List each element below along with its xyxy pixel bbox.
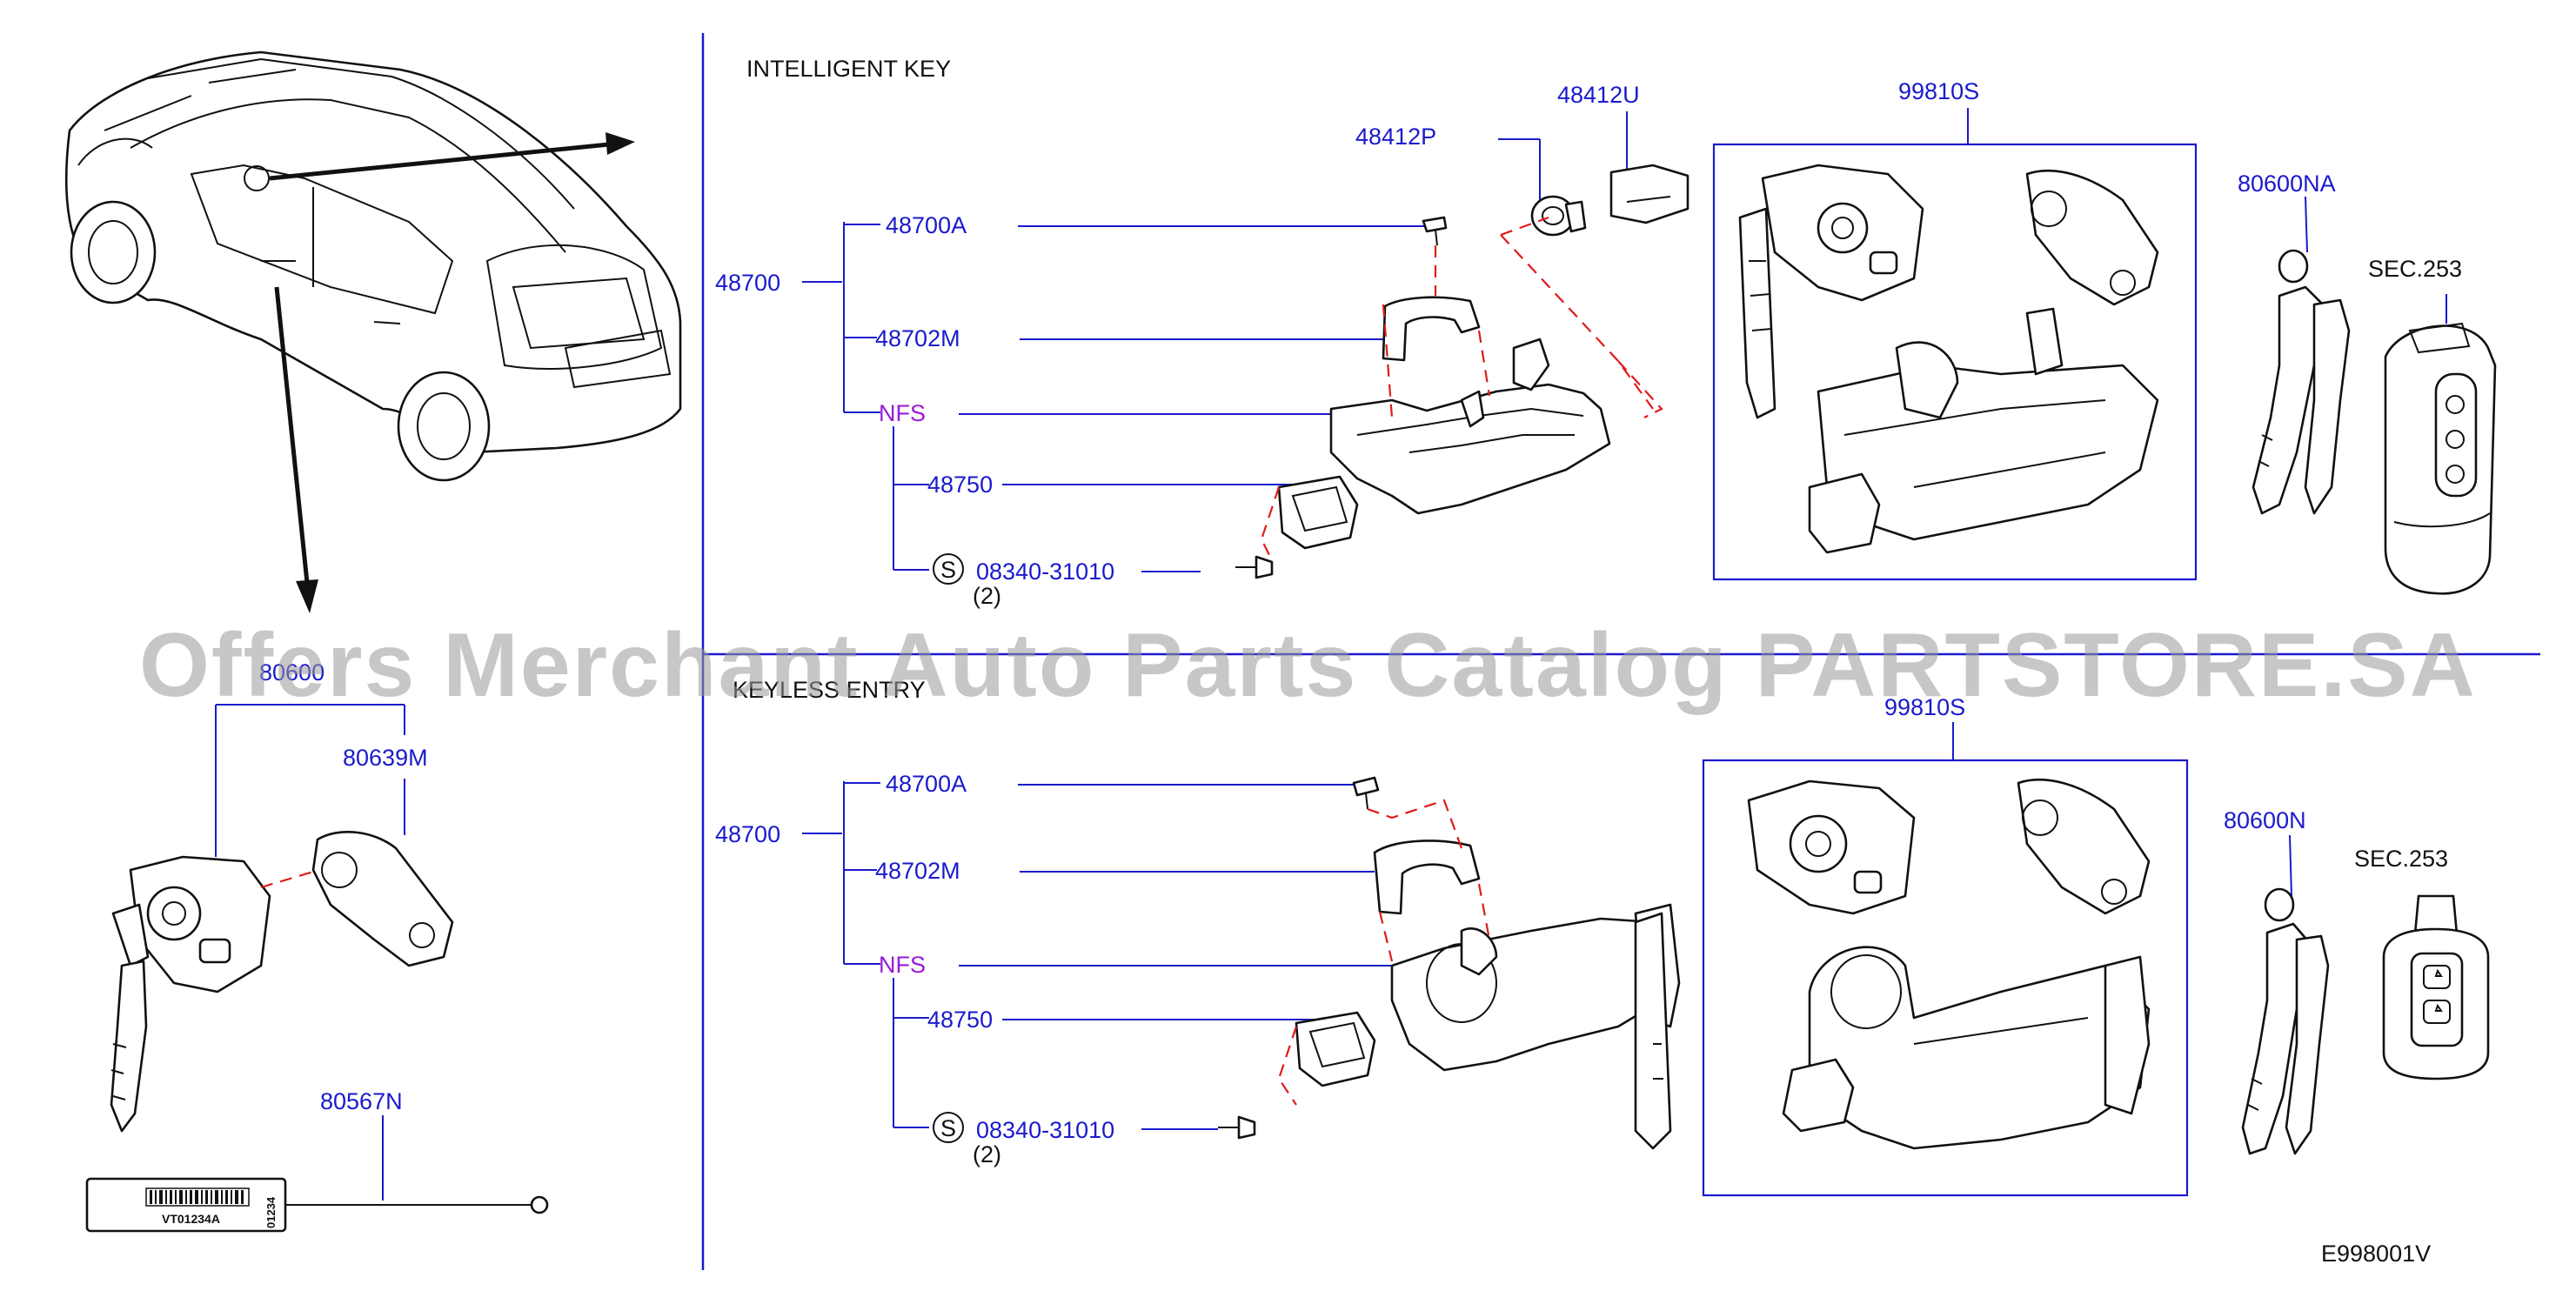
- label-99810S-bottom[interactable]: 99810S: [1884, 694, 1965, 720]
- car-outline-icon: [65, 50, 682, 482]
- section-title-keyless-entry: KEYLESS ENTRY: [733, 677, 926, 703]
- screw-symbol-circle-top: [933, 553, 964, 585]
- key-bottom-icon: [2241, 887, 2330, 1155]
- kit-box-99810S-bottom: [1702, 759, 2189, 1197]
- label-nfs-bottom[interactable]: NFS: [879, 952, 926, 978]
- left-lock-set-parts: [110, 831, 454, 1133]
- bottom-leader-lines: [802, 722, 2292, 1130]
- label-48700-bottom[interactable]: 48700: [715, 821, 780, 847]
- tag-side-text: 01234: [264, 1196, 278, 1228]
- diagram-code: E998001V: [2321, 1241, 2431, 1267]
- label-80600-left[interactable]: 80600: [259, 659, 325, 686]
- screw-symbol-circle-bottom: [933, 1112, 964, 1143]
- label-80600N[interactable]: 80600N: [2224, 807, 2306, 833]
- lock-set-parts-bottom: [1747, 778, 2151, 1150]
- section-title-intelligent-key: INTELLIGENT KEY: [746, 56, 951, 82]
- barcode: [150, 1190, 244, 1204]
- label-48702M-top[interactable]: 48702M: [875, 325, 960, 351]
- keyless-remote-icon: [2382, 894, 2490, 1080]
- top-leader-lines: [802, 108, 2447, 572]
- qty-bottom: (2): [973, 1141, 1001, 1167]
- key-icon: [2251, 249, 2351, 515]
- intelligent-key-fob-icon: [2384, 322, 2497, 595]
- label-80600NA[interactable]: 80600NA: [2238, 171, 2336, 197]
- lock-set-parts-top: [1738, 164, 2159, 554]
- label-sec253-top[interactable]: SEC.253: [2368, 256, 2462, 282]
- label-48702M-bottom[interactable]: 48702M: [875, 858, 960, 884]
- key-tag-icon: VT01234A 01234: [85, 1177, 549, 1233]
- top-dashed-links: [1260, 216, 1663, 558]
- label-48700A-bottom[interactable]: 48700A: [886, 771, 967, 797]
- label-48750-bottom[interactable]: 48750: [927, 1007, 993, 1033]
- label-80639M[interactable]: 80639M: [343, 745, 428, 771]
- tag-barcode-text: VT01234A: [162, 1212, 220, 1226]
- bottom-dashed-links: [1277, 799, 1491, 1106]
- watermark: Offers Merchant Auto Parts Catalog PARTS…: [139, 615, 2477, 716]
- label-80567N[interactable]: 80567N: [320, 1088, 403, 1114]
- label-48700-top[interactable]: 48700: [715, 270, 780, 296]
- label-48412U[interactable]: 48412U: [1557, 82, 1640, 108]
- label-48700A-top[interactable]: 48700A: [886, 212, 967, 238]
- label-sec253-bottom[interactable]: SEC.253: [2354, 846, 2448, 872]
- ignition-lock-bottom-icon: [1218, 776, 1681, 1150]
- label-08340-31010-bottom[interactable]: 08340-31010: [976, 1117, 1114, 1143]
- label-nfs-top[interactable]: NFS: [879, 400, 926, 426]
- screw-symbol-bottom: S: [940, 1115, 956, 1141]
- screw-symbol-top: S: [940, 557, 956, 583]
- label-08340-31010-top[interactable]: 08340-31010: [976, 559, 1114, 585]
- label-48412P[interactable]: 48412P: [1355, 124, 1436, 150]
- left-leader-lines: [215, 704, 405, 1201]
- label-99810S-top[interactable]: 99810S: [1898, 78, 1979, 104]
- car-arrows: [269, 132, 635, 613]
- qty-top: (2): [973, 583, 1001, 609]
- label-48750-top[interactable]: 48750: [927, 472, 993, 498]
- kit-box-99810S-top: [1712, 143, 2198, 581]
- ignition-lock-icon: [1235, 164, 1689, 579]
